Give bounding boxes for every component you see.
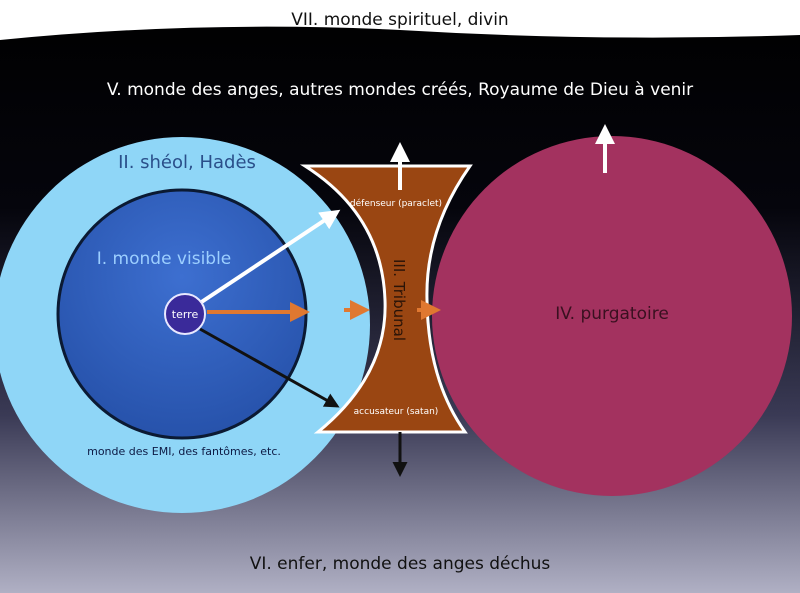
level-iv-label: IV. purgatoire bbox=[555, 304, 669, 324]
arrow-accusateur bbox=[199, 327, 340, 408]
level-iii-label: III. Tribunal bbox=[390, 259, 408, 341]
level-vii-label: VII. monde spirituel, divin bbox=[291, 10, 508, 30]
level-i-label: I. monde visible bbox=[97, 249, 232, 269]
level-v-label: V. monde des anges, autres mondes créés,… bbox=[107, 80, 693, 100]
emi-label: monde des EMI, des fantômes, etc. bbox=[87, 445, 281, 458]
level-ii-label: II. shéol, Hadès bbox=[118, 152, 256, 173]
spiritual-band bbox=[0, 0, 800, 40]
terre-label: terre bbox=[172, 308, 199, 321]
defenseur-label: défenseur (paraclet) bbox=[350, 198, 442, 209]
purgatoire-circle bbox=[432, 136, 792, 496]
terre-node bbox=[164, 293, 206, 335]
tribunal-shape bbox=[299, 164, 473, 434]
accusateur-label: accusateur (satan) bbox=[354, 407, 439, 417]
level-vi-label: VI. enfer, monde des anges déchus bbox=[250, 554, 551, 574]
arrow-defenseur bbox=[198, 209, 341, 305]
